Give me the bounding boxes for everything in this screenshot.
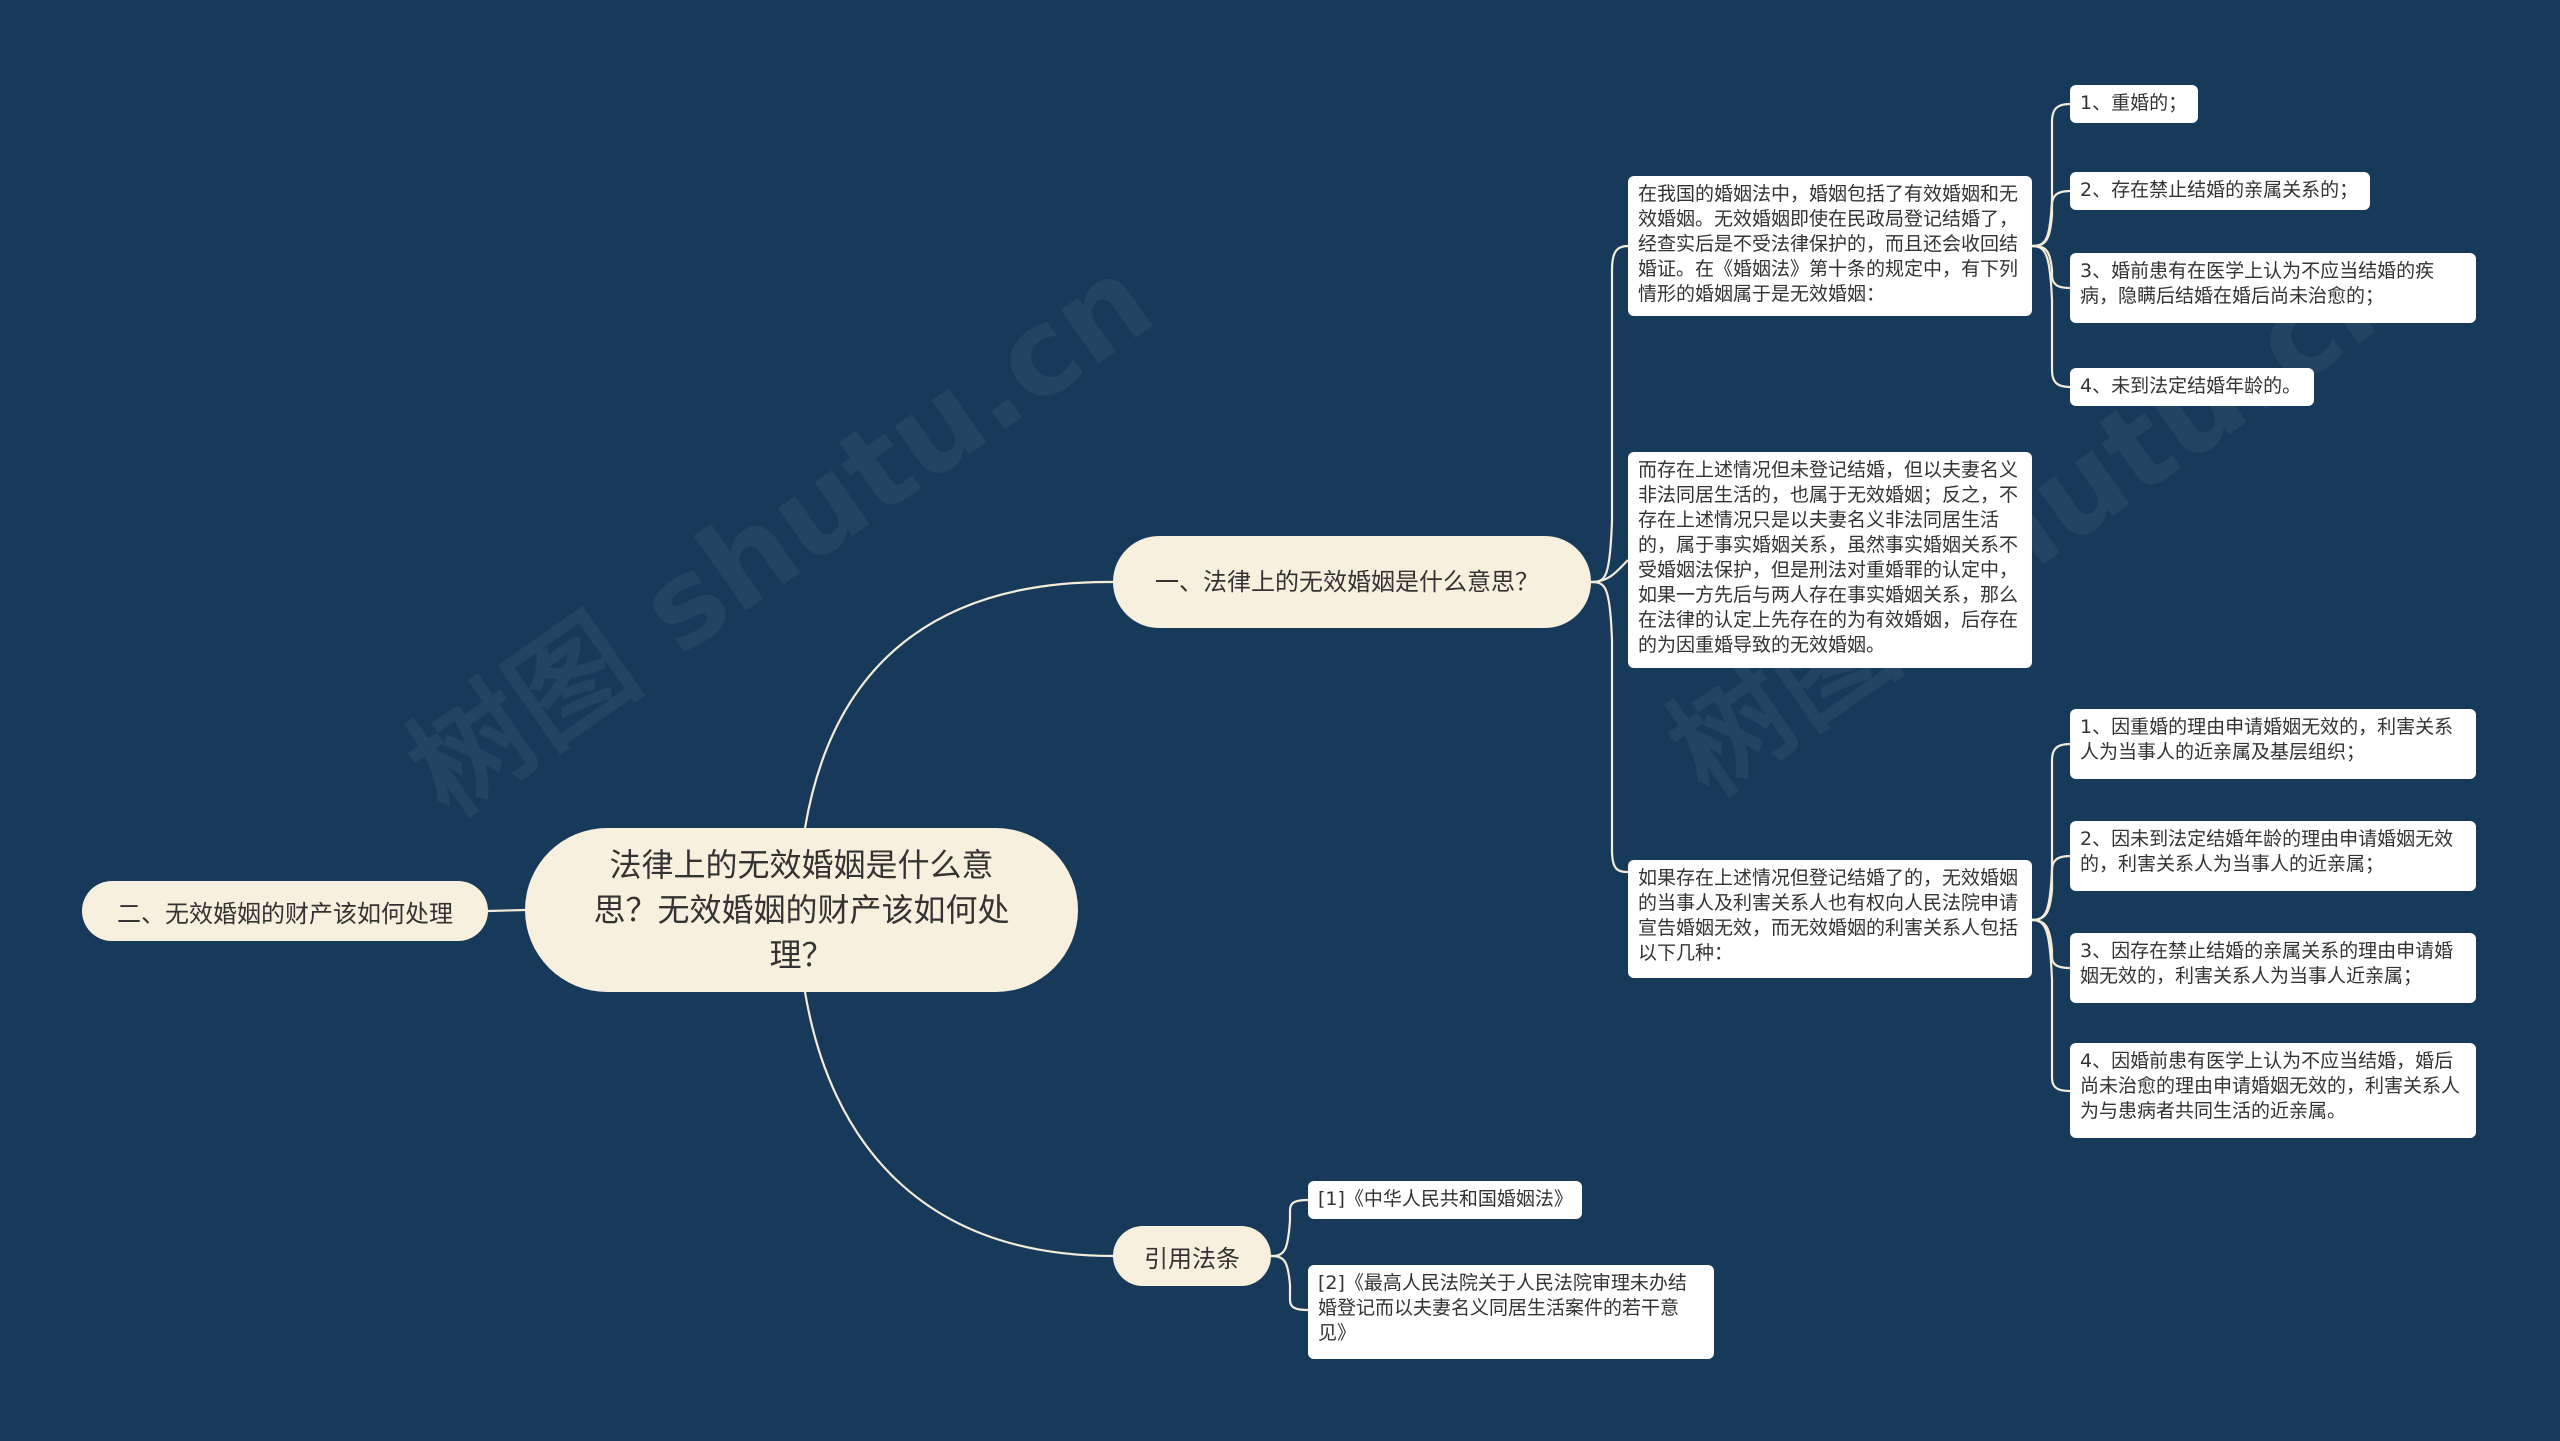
- link-root-b3: [803, 991, 1114, 1258]
- leaf-node-item[interactable]: 4、未到法定结婚年龄的。: [2070, 368, 2314, 406]
- citation-item[interactable]: [2]《最高人民法院关于人民法院审理未办结婚登记而以夫妻名义同居生活案件的若干意…: [1308, 1265, 1714, 1359]
- link-b3-r1: [1270, 1198, 1309, 1258]
- root-node[interactable]: 法律上的无效婚姻是什么意思？无效婚姻的财产该如何处理？: [525, 828, 1078, 992]
- link-b1-p3: [1590, 580, 1629, 874]
- leaf-node-interested-parties[interactable]: 如果存在上述情况但登记结婚了的，无效婚姻的当事人及利害关系人也有权向人民法院申请…: [1628, 860, 2032, 978]
- leaf-node-item[interactable]: 2、存在禁止结婚的亲属关系的；: [2070, 172, 2370, 210]
- link-p3-i2: [2031, 854, 2071, 922]
- branch-node-citations[interactable]: 引用法条: [1113, 1226, 1271, 1286]
- leaf-node-item[interactable]: 1、重婚的；: [2070, 85, 2198, 123]
- branch-node-meaning[interactable]: 一、法律上的无效婚姻是什么意思？: [1113, 536, 1591, 628]
- leaf-node-item[interactable]: 3、婚前患有在医学上认为不应当结婚的疾病，隐瞒后结婚在婚后尚未治愈的；: [2070, 253, 2476, 323]
- link-p1-i3: [2031, 244, 2071, 290]
- link-b3-r2: [1270, 1254, 1309, 1312]
- link-b1-p1: [1590, 244, 1629, 584]
- leaf-node-item[interactable]: 2、因未到法定结婚年龄的理由申请婚姻无效的，利害关系人为当事人的近亲属；: [2070, 821, 2476, 891]
- link-p1-i2: [2031, 189, 2071, 248]
- citation-item[interactable]: [1]《中华人民共和国婚姻法》: [1308, 1181, 1582, 1219]
- link-root-b1: [803, 580, 1114, 829]
- leaf-node-item[interactable]: 1、因重婚的理由申请婚姻无效的，利害关系人为当事人的近亲属及基层组织；: [2070, 709, 2476, 779]
- link-p3-i4: [2031, 918, 2071, 1093]
- leaf-node-definition[interactable]: 在我国的婚姻法中，婚姻包括了有效婚姻和无效婚姻。无效婚姻即使在民政局登记结婚了，…: [1628, 176, 2032, 316]
- leaf-node-item[interactable]: 4、因婚前患有医学上认为不应当结婚，婚后尚未治愈的理由申请婚姻无效的，利害关系人…: [2070, 1043, 2476, 1138]
- link-p1-i4: [2031, 244, 2071, 389]
- leaf-node-cohabitation[interactable]: 而存在上述情况但未登记结婚，但以夫妻名义非法同居生活的，也属于无效婚姻；反之，不…: [1628, 452, 2032, 668]
- link-root-b2: [487, 908, 526, 913]
- branch-node-property[interactable]: 二、无效婚姻的财产该如何处理: [82, 881, 488, 941]
- leaf-node-item[interactable]: 3、因存在禁止结婚的亲属关系的理由申请婚姻无效的，利害关系人为当事人近亲属；: [2070, 933, 2476, 1003]
